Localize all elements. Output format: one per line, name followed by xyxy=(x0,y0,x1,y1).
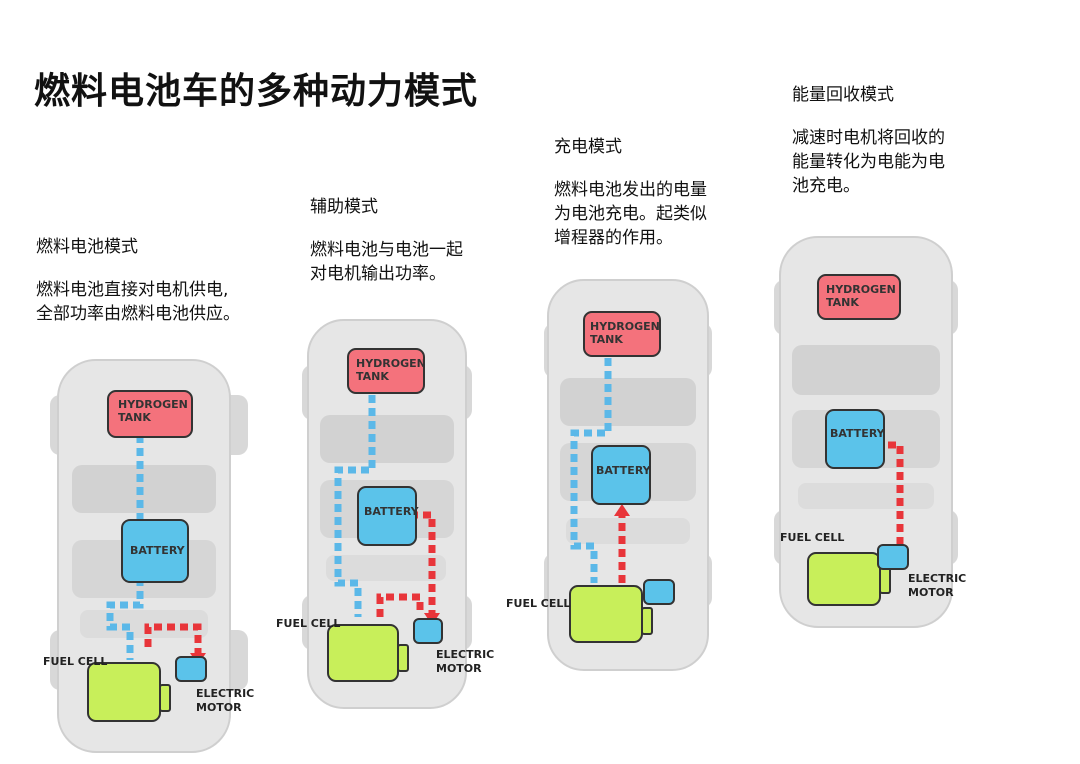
hydrogen-tank xyxy=(347,348,425,394)
hydrogen-tank-label: HYDROGEN xyxy=(118,398,188,411)
hydrogen-flow xyxy=(334,395,376,617)
battery xyxy=(121,519,189,583)
electric-motor xyxy=(413,618,443,644)
battery-label: BATTERY xyxy=(596,464,652,477)
mode-desc-regen: 减速时电机将回收的 能量转化为电能为电 池充电。 xyxy=(792,128,945,196)
hydrogen-tank-label-2: TANK xyxy=(118,411,151,424)
fuel-cell xyxy=(87,662,161,722)
hydrogen-tank-label-2: TANK xyxy=(590,333,623,346)
fuel-cell-label: FUEL CELL xyxy=(506,597,570,610)
battery xyxy=(591,445,651,505)
mode-desc-assist: 燃料电池与电池一起 对电机输出功率。 xyxy=(310,240,463,284)
hydrogen-flow xyxy=(570,358,612,583)
electric-flow-battery xyxy=(410,511,436,615)
mode-desc-fuel-cell: 燃料电池直接对电机供电, 全部功率由燃料电池供应。 xyxy=(36,280,240,324)
mode-title-fuel-cell: 燃料电池模式 xyxy=(36,237,138,257)
hydrogen-tank xyxy=(107,390,193,438)
battery-label: BATTERY xyxy=(130,544,186,557)
hydrogen-tank xyxy=(583,311,661,357)
electric-motor-label-2: MOTOR xyxy=(196,701,242,714)
fuel-cell xyxy=(327,624,399,682)
fuel-cell xyxy=(569,585,643,643)
electric-motor-label: ELECTRIC xyxy=(196,687,254,700)
electric-flow xyxy=(144,623,202,655)
car-diagram-regen: HYDROGEN TANK BATTERY FUEL CELL ELECTRIC… xyxy=(774,236,966,628)
mode-title-assist: 辅助模式 xyxy=(310,197,378,217)
electric-motor xyxy=(877,544,909,570)
car-diagram-charge: HYDROGEN TANK BATTERY FUEL CELL xyxy=(506,279,712,671)
hydrogen-tank-label: HYDROGEN xyxy=(826,283,896,296)
fuel-cell-label: FUEL CELL xyxy=(276,617,340,630)
hydrogen-flow xyxy=(106,435,144,660)
hydrogen-tank-label: HYDROGEN xyxy=(356,357,426,370)
fuel-cell-label: FUEL CELL xyxy=(780,531,844,544)
mode-title-regen: 能量回收模式 xyxy=(792,85,894,105)
car-diagram-assist: HYDROGEN TANK BATTERY FUEL CELL ELECTRIC… xyxy=(276,319,494,709)
hydrogen-tank xyxy=(817,274,901,320)
page-title: 燃料电池车的多种动力模式 xyxy=(34,71,479,112)
battery xyxy=(357,486,417,546)
electric-motor xyxy=(175,656,207,682)
electric-motor-label: ELECTRIC xyxy=(908,572,966,585)
fuel-cell-label: FUEL CELL xyxy=(43,655,107,668)
hydrogen-tank-label-2: TANK xyxy=(356,370,389,383)
mode-title-charge: 充电模式 xyxy=(554,137,622,157)
electric-motor-label: ELECTRIC xyxy=(436,648,494,661)
electric-flow xyxy=(376,593,424,617)
battery-label: BATTERY xyxy=(830,427,886,440)
electric-motor-label-2: MOTOR xyxy=(436,662,482,675)
hydrogen-tank-label: HYDROGEN xyxy=(590,320,660,333)
battery-label: BATTERY xyxy=(364,505,420,518)
electric-motor-label-2: MOTOR xyxy=(908,586,954,599)
car-diagram-fuel-cell: HYDROGEN TANK BATTERY FUEL CELL ELECTRIC… xyxy=(43,359,254,753)
electric-motor xyxy=(643,579,675,605)
fuel-cell xyxy=(807,552,881,606)
hydrogen-tank-label-2: TANK xyxy=(826,296,859,309)
battery xyxy=(825,409,885,469)
mode-desc-charge: 燃料电池发出的电量 为电池充电。起类似 增程器的作用。 xyxy=(554,180,707,248)
